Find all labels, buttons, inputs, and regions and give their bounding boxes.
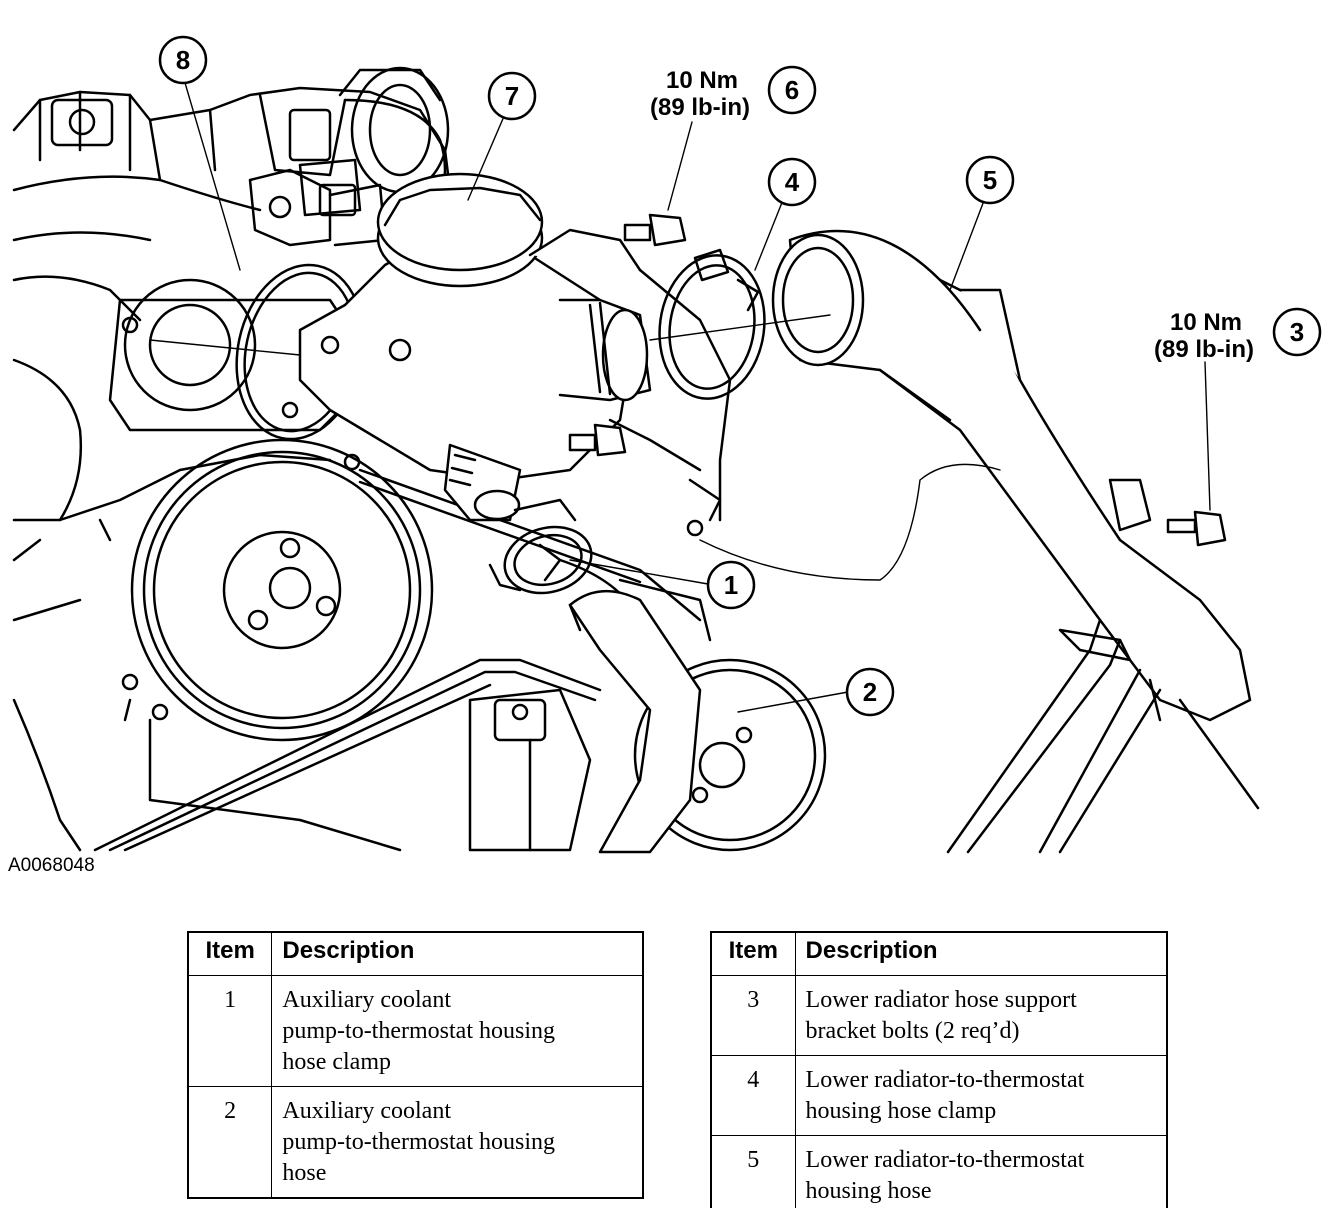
svg-text:6: 6 <box>785 75 799 105</box>
callout-4: 4 <box>767 157 817 207</box>
item-number: 2 <box>187 1086 273 1199</box>
engine-illustration: 8 7 6 4 5 3 1 2 1 <box>12 35 1322 854</box>
legend-header-row: Item Description <box>710 931 1168 976</box>
description-column-header: Description <box>271 931 644 976</box>
throttle-body <box>298 66 450 217</box>
callout-6: 6 <box>767 65 817 115</box>
description-line: Lower radiator-to-thermostat <box>805 1067 1085 1093</box>
callout-5: 5 <box>965 155 1015 205</box>
engine-block-drawing <box>12 86 712 852</box>
legend-row: 2 Auxiliary coolant pump-to-thermostat h… <box>187 1086 644 1199</box>
lower-hose-clamp <box>658 248 766 400</box>
callout-8: 8 <box>158 35 208 85</box>
item-number: 3 <box>710 975 796 1056</box>
item-description: Lower radiator hose support bracket bolt… <box>794 975 1168 1056</box>
description-line: bracket bolts (2 req’d) <box>805 1018 1020 1044</box>
svg-text:7: 7 <box>505 81 519 111</box>
description-line: housing hose <box>805 1178 932 1204</box>
legend-table-left: Item Description 1 Auxiliary coolant pum… <box>187 931 644 1199</box>
description-line: housing hose clamp <box>805 1098 997 1124</box>
item-description: Auxiliary coolant pump-to-thermostat hou… <box>271 1086 644 1199</box>
callout-7: 7 <box>487 71 537 121</box>
figure-id: A0068048 <box>8 855 95 876</box>
description-line: Lower radiator hose support <box>805 987 1077 1013</box>
drive-belt <box>93 468 827 852</box>
item-description: Lower radiator-to-thermostat housing hos… <box>794 1055 1168 1136</box>
support-bracket-bolt <box>1166 510 1227 547</box>
description-line: pump-to-thermostat housing <box>282 1129 555 1155</box>
water-pump-pulley <box>130 438 434 742</box>
thermostat-housing <box>298 172 732 537</box>
thermostat-housing-bolts <box>568 213 687 457</box>
description-column-header: Description <box>794 931 1168 976</box>
svg-text:10 Nm: 10 Nm <box>1170 309 1242 336</box>
description-line: Auxiliary coolant <box>282 1098 451 1124</box>
svg-text:3: 3 <box>1290 317 1304 347</box>
auxiliary-hose-clamp <box>488 498 593 595</box>
torque-spec-3: 10 Nm (89 lb-in) <box>1154 309 1254 363</box>
item-column-header: Item <box>187 931 273 976</box>
callout-3: 3 <box>1272 307 1322 357</box>
heater-tubes <box>946 478 1260 854</box>
callout-1: 1 <box>706 560 756 610</box>
legend-row: 3 Lower radiator hose support bracket bo… <box>710 975 1168 1056</box>
description-line: hose clamp <box>282 1049 391 1075</box>
auxiliary-coolant-hose <box>568 589 702 854</box>
legend-row: 1 Auxiliary coolant pump-to-thermostat h… <box>187 975 644 1087</box>
lower-radiator-hose <box>771 229 1252 722</box>
torque-spec-6: 10 Nm (89 lb-in) <box>650 67 750 121</box>
legend-table-right: Item Description 3 Lower radiator hose s… <box>710 931 1168 1208</box>
svg-text:5: 5 <box>983 165 997 195</box>
svg-text:8: 8 <box>176 45 190 75</box>
legend-header-row: Item Description <box>187 931 644 976</box>
svg-text:(89 lb-in): (89 lb-in) <box>1154 336 1254 363</box>
leader-lines <box>149 75 1211 713</box>
svg-text:1: 1 <box>724 570 738 600</box>
legend-row: 5 Lower radiator-to-thermostat housing h… <box>710 1135 1168 1208</box>
item-description: Auxiliary coolant pump-to-thermostat hou… <box>271 975 644 1087</box>
item-number: 4 <box>710 1055 796 1136</box>
svg-text:(89 lb-in): (89 lb-in) <box>650 94 750 121</box>
callout-2: 2 <box>845 667 895 717</box>
svg-text:2: 2 <box>863 677 877 707</box>
description-line: pump-to-thermostat housing <box>282 1018 555 1044</box>
item-number: 5 <box>710 1135 796 1208</box>
item-description: Lower radiator-to-thermostat housing hos… <box>794 1135 1168 1208</box>
description-line: hose <box>282 1160 327 1186</box>
description-line: Auxiliary coolant <box>282 987 451 1013</box>
legend-row: 4 Lower radiator-to-thermostat housing h… <box>710 1055 1168 1136</box>
svg-text:4: 4 <box>785 167 800 197</box>
item-column-header: Item <box>710 931 796 976</box>
description-line: Lower radiator-to-thermostat <box>805 1147 1085 1173</box>
item-number: 1 <box>187 975 273 1087</box>
svg-text:10 Nm: 10 Nm <box>666 67 738 94</box>
